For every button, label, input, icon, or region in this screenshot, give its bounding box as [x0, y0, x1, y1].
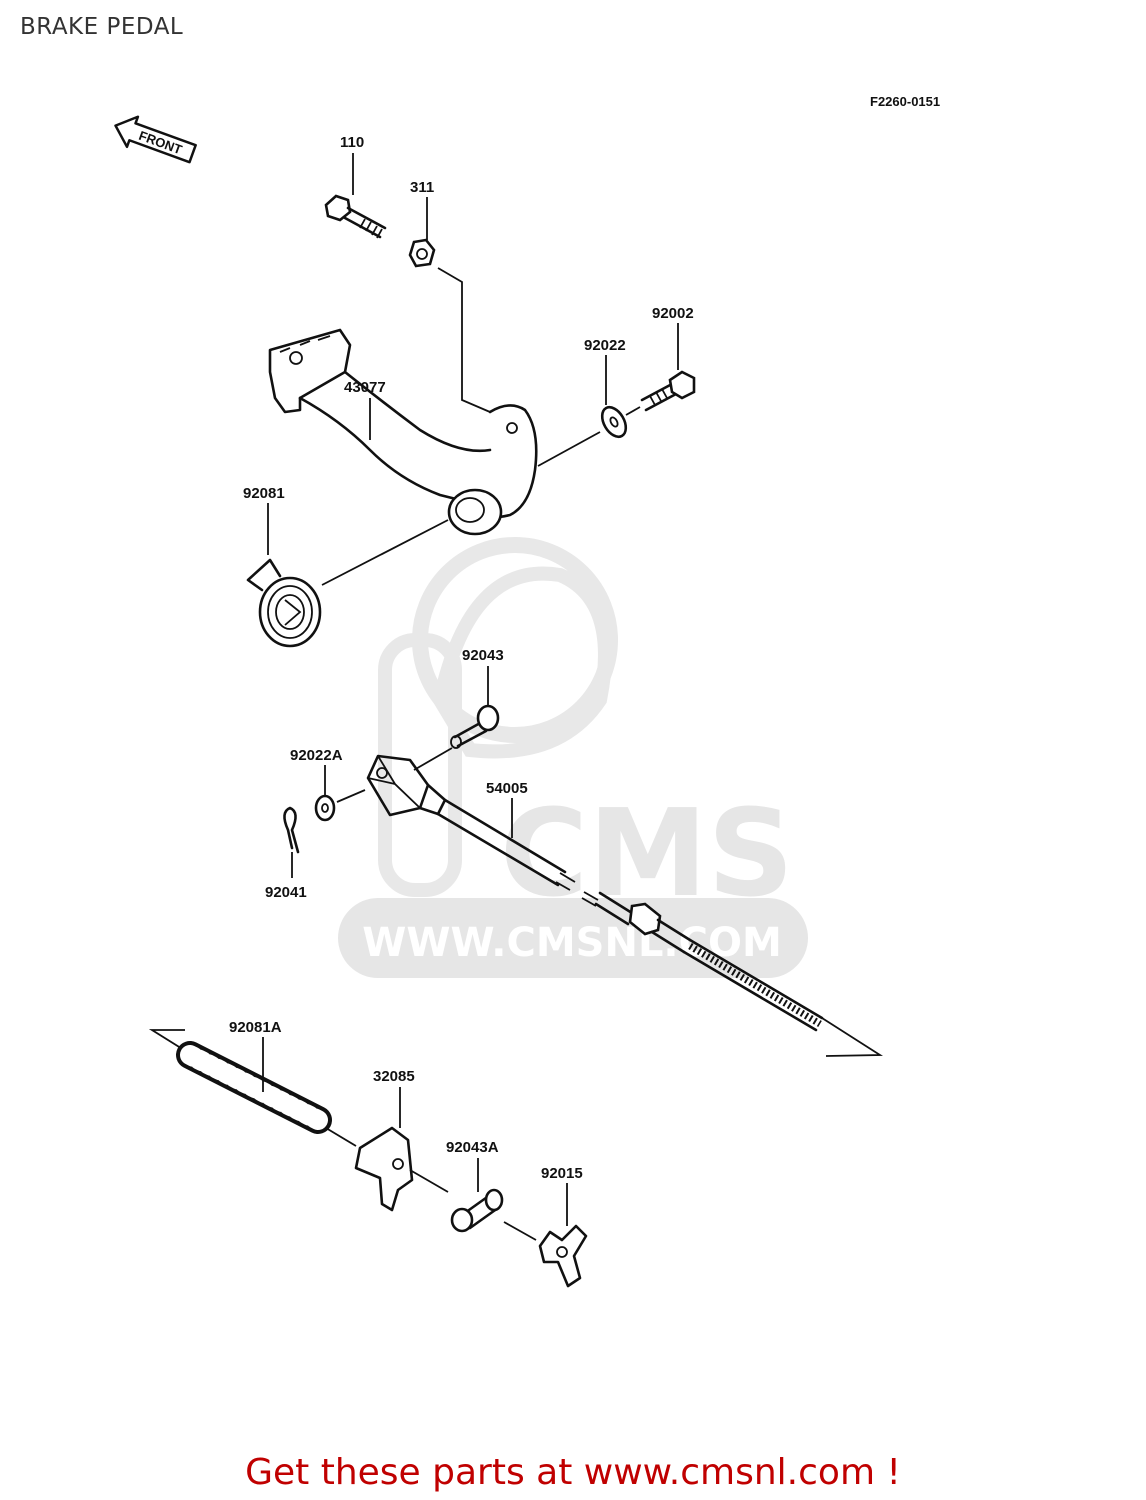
cotter-pin-92041-icon: [283, 806, 300, 854]
label-110[interactable]: 110: [340, 134, 364, 151]
figure-code: F2260-0151: [870, 94, 940, 109]
brake-rod-icon: [581, 891, 883, 1057]
label-92043[interactable]: 92043: [462, 647, 504, 664]
pin-92043A-icon: [450, 1188, 504, 1233]
label-92081[interactable]: 92081: [243, 485, 285, 502]
brake-pedal-icon: [268, 328, 538, 536]
watermark: CMS WWW.CMSNL.COM: [338, 537, 808, 978]
label-92043A[interactable]: 92043A: [446, 1139, 499, 1156]
pin-92043-icon: [450, 704, 500, 749]
bracket-32085-icon: [354, 1126, 414, 1212]
front-arrow-icon: FRONT: [114, 115, 197, 164]
wing-nut-92015-icon: [538, 1224, 588, 1288]
label-54005[interactable]: 54005: [486, 780, 528, 797]
label-43077[interactable]: 43077: [344, 379, 386, 396]
spring-92081A-icon: [148, 1029, 332, 1134]
parts-diagram: CMS WWW.CMSNL.COM F2260-0151 FRONT 110 3…: [114, 94, 940, 1288]
label-92015[interactable]: 92015: [541, 1165, 583, 1182]
label-92022[interactable]: 92022: [584, 337, 626, 354]
bolt-110-icon: [324, 194, 387, 239]
label-311[interactable]: 311: [410, 179, 434, 196]
label-32085[interactable]: 32085: [373, 1068, 415, 1085]
page-title: BRAKE PEDAL: [20, 14, 184, 40]
washer-92022-icon: [600, 405, 628, 439]
label-92022A[interactable]: 92022A: [290, 747, 343, 764]
clevis-rod-54005-icon: [366, 754, 576, 891]
watermark-url: WWW.CMSNL.COM: [362, 920, 782, 966]
label-92041[interactable]: 92041: [265, 884, 307, 901]
watermark-brand: CMS: [500, 785, 794, 924]
label-92002[interactable]: 92002: [652, 305, 694, 322]
spring-92081-icon: [246, 558, 322, 648]
nut-311-icon: [408, 238, 436, 268]
footer-promo-link[interactable]: Get these parts at www.cmsnl.com !: [245, 1452, 901, 1493]
label-92081A[interactable]: 92081A: [229, 1019, 282, 1036]
washer-92022A-icon: [314, 794, 336, 822]
bolt-92002-icon: [640, 370, 696, 412]
